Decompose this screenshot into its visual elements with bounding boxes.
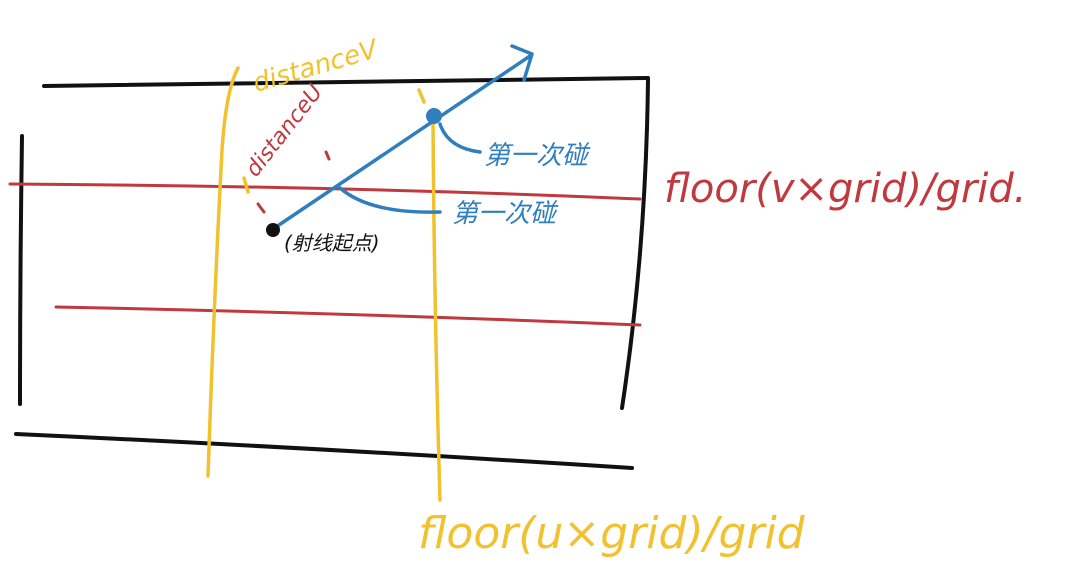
border-bottom bbox=[14, 432, 634, 470]
label-first-hit-other: 第一次碰 bbox=[452, 199, 559, 229]
label-distance-u: distanceU bbox=[241, 80, 328, 182]
yellow-tick-top bbox=[417, 88, 426, 104]
label-ray-origin: (射线起点) bbox=[284, 231, 380, 255]
red-tick-mid bbox=[324, 150, 331, 161]
red-line-lower bbox=[54, 305, 642, 327]
border-left bbox=[18, 134, 24, 406]
border-right bbox=[620, 78, 650, 410]
label-first-hit: 第一次碰 bbox=[484, 141, 591, 171]
ray-line bbox=[271, 54, 532, 231]
yellow-tick-left bbox=[242, 176, 250, 194]
intersection-point bbox=[426, 108, 442, 124]
yellow-line-left bbox=[206, 66, 240, 478]
red-tick-origin bbox=[256, 202, 266, 214]
label-floor-v: floor(v×grid)/grid. bbox=[664, 166, 1027, 212]
grid-border bbox=[14, 76, 650, 470]
ray-arrowhead bbox=[510, 44, 534, 82]
leader-first-hit-other bbox=[338, 186, 442, 214]
label-floor-u: floor(u×grid)/grid bbox=[418, 508, 806, 559]
yellow-line-right bbox=[431, 116, 442, 502]
leader-first-hit bbox=[438, 122, 482, 154]
ray-origin-point bbox=[266, 223, 280, 237]
red-line-upper bbox=[8, 182, 642, 201]
border-top bbox=[42, 76, 650, 88]
